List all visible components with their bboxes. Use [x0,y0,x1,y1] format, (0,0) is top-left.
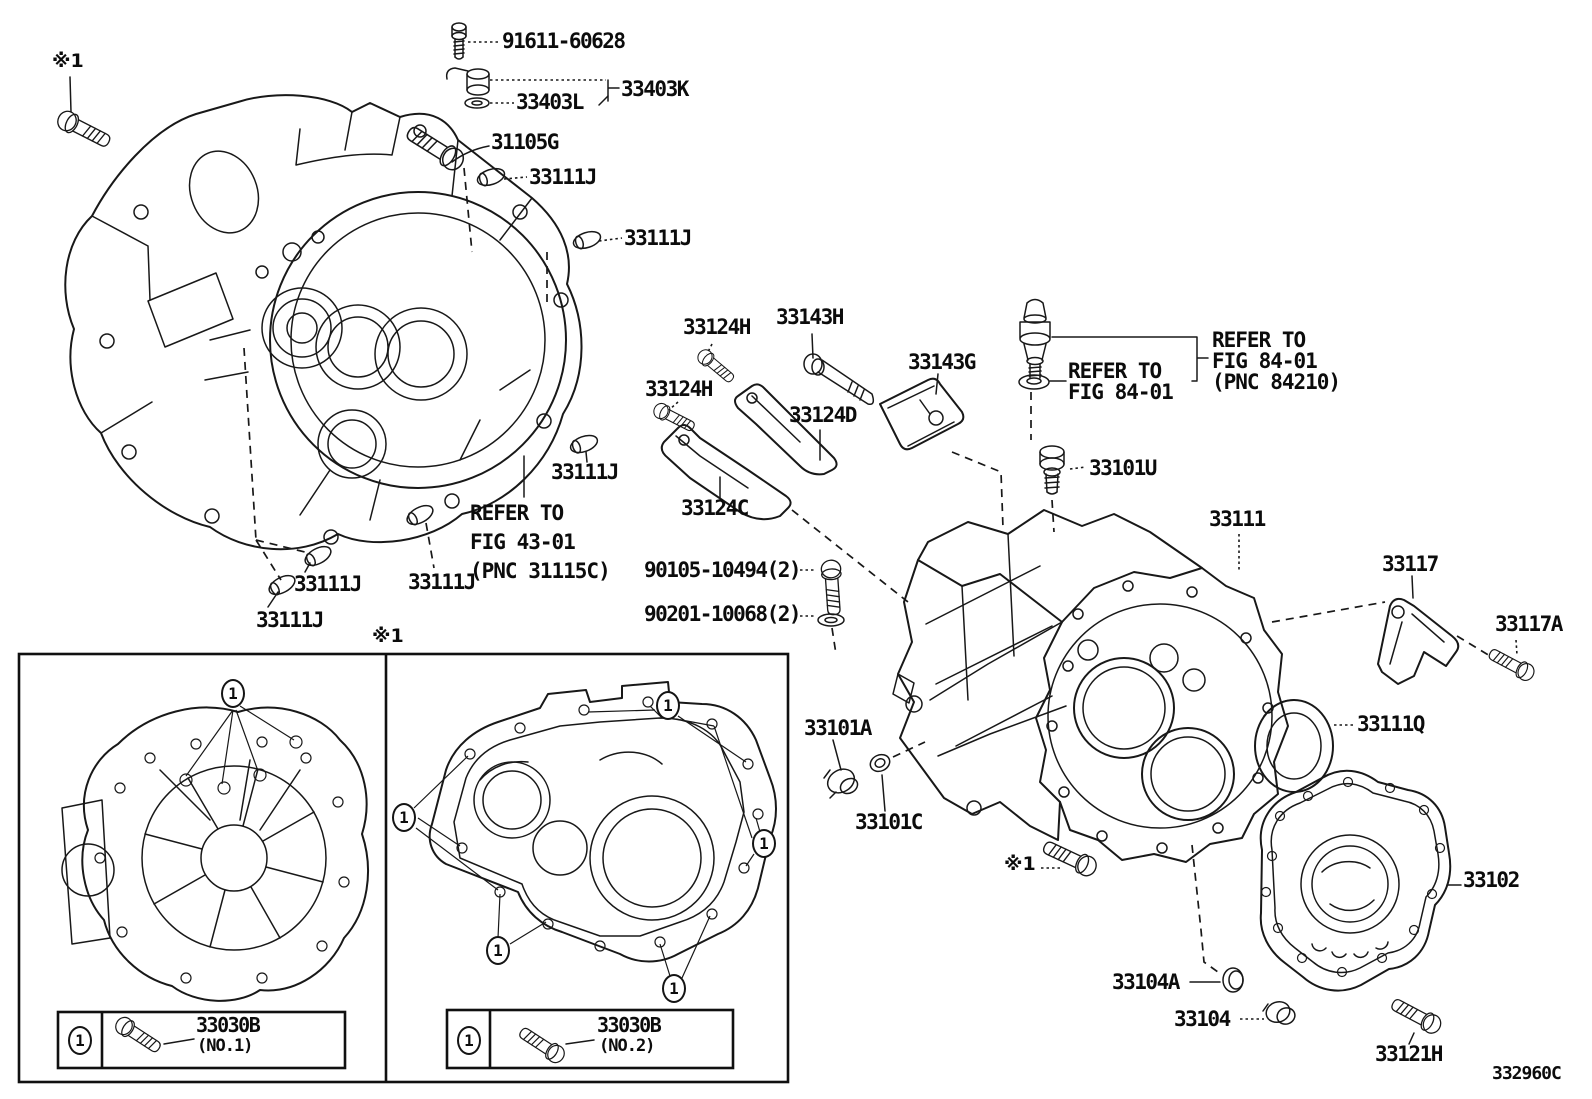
right-panel-case-art [413,681,777,979]
note-refer-fig43: REFER TO FIG 43-01 (PNC 31115C) [470,499,611,586]
label-33111J-2: 33111J [624,226,692,250]
label-33101C: 33101C [855,810,923,834]
note-refer-fig84-right-line3: (PNC 84210) [1212,370,1341,394]
label-33111J-4: 33111J [408,570,476,594]
label-33117: 33117 [1382,552,1439,576]
legend2-note: (NO.2) [599,1036,655,1056]
gasket-33104a-art [1222,967,1244,993]
left-panel-case-art [61,705,369,1002]
lever-33124c-art [660,424,792,521]
label-33101A: 33101A [804,716,872,740]
label-33124H-1: 33124H [683,315,751,339]
comparison-box [17,652,790,1084]
bracket-33143g-art [879,377,965,451]
callout-1-right-panel-left: 1 [392,803,416,832]
legend2-part-number: 33030B [597,1013,662,1037]
legend-box-1 [56,1010,347,1070]
label-31105G: 31105G [491,130,559,154]
bolt-33121h-art [1387,994,1445,1037]
note-refer-fig84-left-line2: FIG 84-01 [1068,380,1174,404]
callout-1-right-panel-bottom2: 1 [662,974,686,1003]
label-33121H: 33121H [1375,1042,1443,1066]
ref1-bolt-topleft-art [53,107,114,152]
label-90201-10068: 90201-10068(2) [644,602,802,626]
callout-1-right-panel-top: 1 [656,691,680,720]
ref-mark-1-right: ※1 [1004,853,1036,875]
plug-33101a-art [823,768,859,799]
transaxle-case-art [892,509,1289,863]
washer-33403l-art [464,97,490,109]
plug-33101u-art [1039,445,1065,495]
clutch-housing-art [64,94,583,551]
note-refer-fig43-line2: FIG 43-01 [470,530,576,554]
washer-90201-art [817,613,845,627]
bolt-33143h-art [803,353,875,406]
label-33124D: 33124D [789,403,857,427]
note-refer-fig84-left-line1: REFER TO [1068,359,1162,383]
ref-mark-1-topleft: ※1 [52,50,84,72]
label-33101U: 33101U [1089,456,1157,480]
note-refer-fig43-line3: (PNC 31115C) [470,559,611,583]
note-refer-fig84-right-line1: REFER TO [1212,328,1306,352]
bolt-90105-art [820,558,845,616]
label-33111Q: 33111Q [1357,712,1425,736]
callout-1-left-panel: 1 [221,679,245,708]
ref-mark-1-box: ※1 [372,625,404,647]
stud-91611-art [451,22,467,60]
label-33104: 33104 [1174,1007,1231,1031]
label-33143G: 33143G [908,350,976,374]
label-33111J-3: 33111J [294,572,362,596]
leader-lines [69,41,1518,1045]
callout-1-right-panel-bottom: 1 [486,936,510,965]
bracket-33117-art [1377,597,1460,685]
label-91611-60628: 91611-60628 [502,29,626,53]
legend1-part-number: 33030B [196,1013,261,1037]
lever-33124d-art [734,383,838,476]
plug-33104-art [1262,1000,1296,1025]
label-33102: 33102 [1463,868,1520,892]
diagram-code: 332960C [1492,1063,1562,1084]
callout-1-right-panel-right: 1 [752,829,776,858]
note-refer-fig84-left: REFER TO FIG 84-01 [1068,359,1174,404]
ref1-bolt-right-art [1039,836,1101,880]
label-33117A: 33117A [1495,612,1563,636]
sensor-84210-art [1018,298,1051,390]
label-33111J-1: 33111J [529,165,597,189]
label-33143H: 33143H [776,305,844,329]
legend-box-2 [445,1008,735,1070]
label-33124H-2: 33124H [645,377,713,401]
washer-33101c-art [869,753,891,773]
note-refer-fig84-right: REFER TO FIG 84-01 (PNC 84210) [1212,328,1341,394]
label-90105-10494: 90105-10494(2) [644,558,802,582]
callout-1-legend2: 1 [457,1026,481,1055]
label-33124C: 33124C [681,496,749,520]
label-33403K: 33403K [621,77,689,101]
note-refer-fig84-right-line2: FIG 84-01 [1212,349,1318,373]
callout-1-legend1: 1 [68,1026,92,1055]
bolt-33117a-art [1485,644,1538,684]
label-33403L: 33403L [516,90,584,114]
clip-33403k-art [445,67,490,96]
case-cover-33102-art [1259,769,1452,992]
label-33111J-5: 33111J [256,608,324,632]
label-33111J-6: 33111J [551,460,619,484]
label-33104A: 33104A [1112,970,1180,994]
legend1-note: (NO.1) [197,1036,253,1056]
label-33111: 33111 [1209,507,1266,531]
note-refer-fig43-line1: REFER TO [470,501,564,525]
